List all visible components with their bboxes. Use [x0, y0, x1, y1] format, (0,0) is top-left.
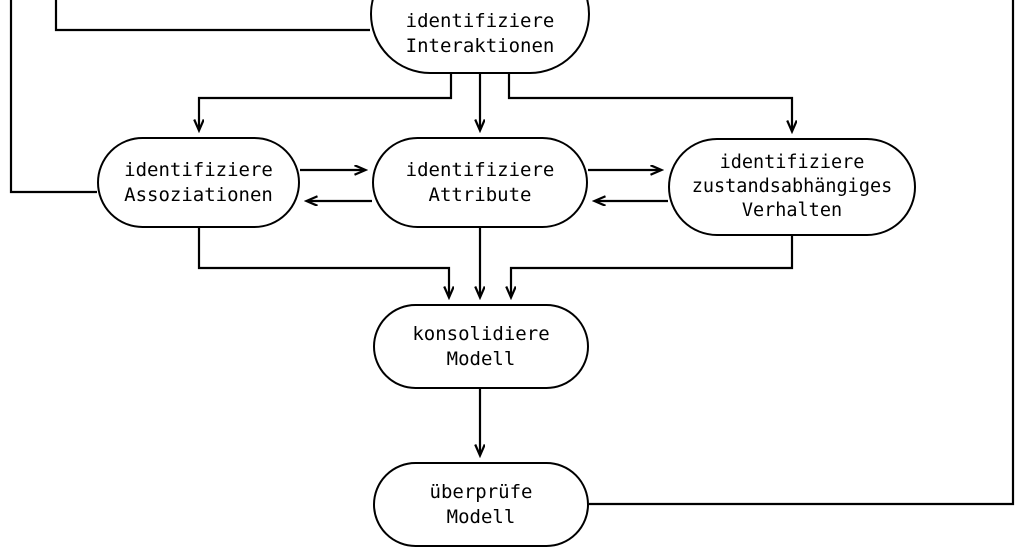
- node-label: überprüfe Modell: [429, 480, 533, 528]
- node-identifiziere-interaktionen[interactable]: identifiziere Interaktionen: [370, 0, 590, 74]
- edge-interaktionen-to-assoziationen: [199, 74, 453, 130]
- edge-assoziationen-feedback-left: [9, 0, 97, 194]
- node-konsolidiere-modell[interactable]: konsolidiere Modell: [373, 304, 589, 389]
- node-label: identifiziere Assoziationen: [124, 158, 273, 206]
- node-ueberpruefe-modell[interactable]: überprüfe Modell: [373, 462, 589, 547]
- edge-verhalten-to-konsolidiere: [511, 236, 794, 297]
- node-identifiziere-attribute[interactable]: identifiziere Attribute: [372, 137, 588, 228]
- node-label: konsolidiere Modell: [412, 322, 550, 370]
- edge-interaktionen-to-verhalten: [507, 74, 792, 131]
- edge-assoziationen-to-konsolidiere: [197, 228, 449, 297]
- node-label: identifiziere zustandsabhängiges Verhalt…: [691, 152, 893, 221]
- edge-interaktionen-feedback-left: [54, 0, 370, 32]
- node-label: identifiziere Interaktionen: [405, 10, 555, 57]
- node-identifiziere-zustandsabhaengiges-verhalten[interactable]: identifiziere zustandsabhängiges Verhalt…: [668, 138, 916, 236]
- node-identifiziere-assoziationen[interactable]: identifiziere Assoziationen: [97, 137, 300, 228]
- node-label: identifiziere Attribute: [405, 158, 555, 206]
- edge-ueberpruefe-feedback-right: [589, 0, 1015, 506]
